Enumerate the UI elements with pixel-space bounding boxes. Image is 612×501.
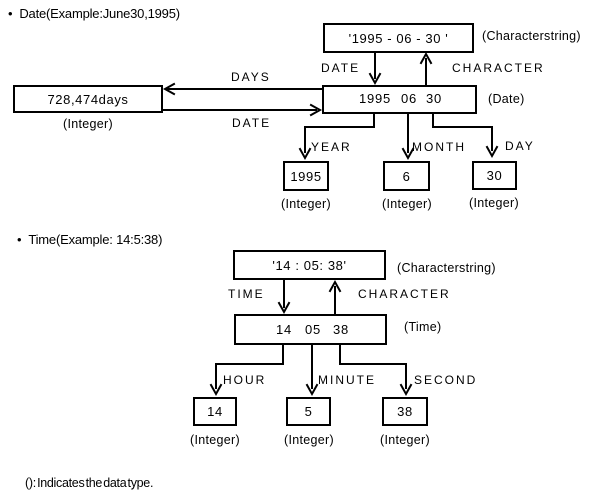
date-section-title: • Date(Example:June30,1995) bbox=[8, 6, 180, 21]
days-integer-value: 728,474days bbox=[47, 91, 129, 107]
character-arrow-line-up-date bbox=[419, 51, 433, 86]
bullet-icon: • bbox=[17, 232, 22, 247]
date-type-label: (Date) bbox=[488, 92, 525, 106]
month-function-label: MONTH bbox=[412, 140, 466, 154]
character-function-label-date: CHARACTER bbox=[452, 61, 545, 75]
day-integer-value: 30 bbox=[486, 168, 503, 183]
minute-integer-value: 5 bbox=[304, 404, 313, 419]
bullet-icon: • bbox=[8, 6, 13, 21]
date-value-box: 1995 06 30 bbox=[322, 85, 477, 114]
date-year-field: 1995 bbox=[358, 91, 392, 106]
days-integer-type-label: (Integer) bbox=[63, 117, 113, 131]
character-function-label-time: CHARACTER bbox=[358, 287, 451, 301]
time-second-field: 38 bbox=[332, 322, 350, 337]
character-arrow-line-up-time bbox=[328, 279, 342, 315]
date-title-text: Date(Example:June30,1995) bbox=[19, 6, 180, 21]
date-function-label-horizontal: DATE bbox=[232, 116, 272, 130]
days-function-label: DAYS bbox=[231, 70, 271, 84]
year-integer-type-label: (Integer) bbox=[281, 197, 331, 211]
hour-function-label: HOUR bbox=[223, 373, 267, 387]
day-function-label: DAY bbox=[505, 139, 535, 153]
date-month-field: 06 bbox=[400, 91, 418, 106]
second-integer-type-label: (Integer) bbox=[380, 433, 430, 447]
time-characterstring-value: '14 : 05: 38' bbox=[272, 257, 347, 273]
hour-integer-box: 14 bbox=[193, 397, 237, 426]
year-function-label: YEAR bbox=[311, 140, 352, 154]
year-integer-value: 1995 bbox=[290, 168, 322, 184]
time-value-box: 14 05 38 bbox=[234, 314, 387, 345]
days-integer-box: 728,474days bbox=[13, 85, 163, 113]
month-integer-value: 6 bbox=[402, 168, 411, 184]
minute-integer-box: 5 bbox=[286, 397, 331, 426]
time-type-label: (Time) bbox=[404, 320, 442, 334]
second-function-label: SECOND bbox=[414, 373, 478, 387]
year-integer-box: 1995 bbox=[283, 161, 329, 191]
time-minute-field: 05 bbox=[304, 322, 322, 337]
time-arrow-line-down bbox=[277, 280, 291, 315]
day-integer-type-label: (Integer) bbox=[469, 196, 519, 210]
minute-function-label: MINUTE bbox=[318, 373, 376, 387]
second-integer-box: 38 bbox=[382, 397, 428, 426]
date-day-field: 30 bbox=[425, 91, 443, 106]
date-characterstring-value: '1995 - 06 - 30 ' bbox=[348, 30, 449, 46]
hour-integer-type-label: (Integer) bbox=[190, 433, 240, 447]
time-title-text: Time(Example: 14:5:38) bbox=[28, 232, 163, 247]
time-function-label: TIME bbox=[228, 287, 265, 301]
date-characterstring-type-label: (Characterstring) bbox=[482, 29, 581, 43]
date-arrow-line-down bbox=[368, 52, 382, 86]
time-characterstring-box: '14 : 05: 38' bbox=[233, 250, 386, 280]
date-arrow-line-horizontal bbox=[162, 103, 323, 117]
date-characterstring-box: '1995 - 06 - 30 ' bbox=[323, 23, 474, 53]
time-section-title: • Time(Example: 14:5:38) bbox=[17, 232, 162, 247]
minute-integer-type-label: (Integer) bbox=[284, 433, 334, 447]
hour-integer-value: 14 bbox=[207, 404, 223, 419]
datatype-footnote: (): Indicates the data type. bbox=[25, 476, 154, 490]
month-integer-box: 6 bbox=[383, 161, 430, 191]
days-arrow-line bbox=[162, 82, 324, 96]
time-hour-field: 14 bbox=[275, 322, 293, 337]
time-characterstring-type-label: (Characterstring) bbox=[397, 261, 496, 275]
date-function-label: DATE bbox=[321, 61, 361, 75]
month-integer-type-label: (Integer) bbox=[382, 197, 432, 211]
second-integer-value: 38 bbox=[397, 404, 413, 419]
day-integer-box: 30 bbox=[472, 161, 517, 190]
minute-arrow-line bbox=[305, 338, 319, 397]
